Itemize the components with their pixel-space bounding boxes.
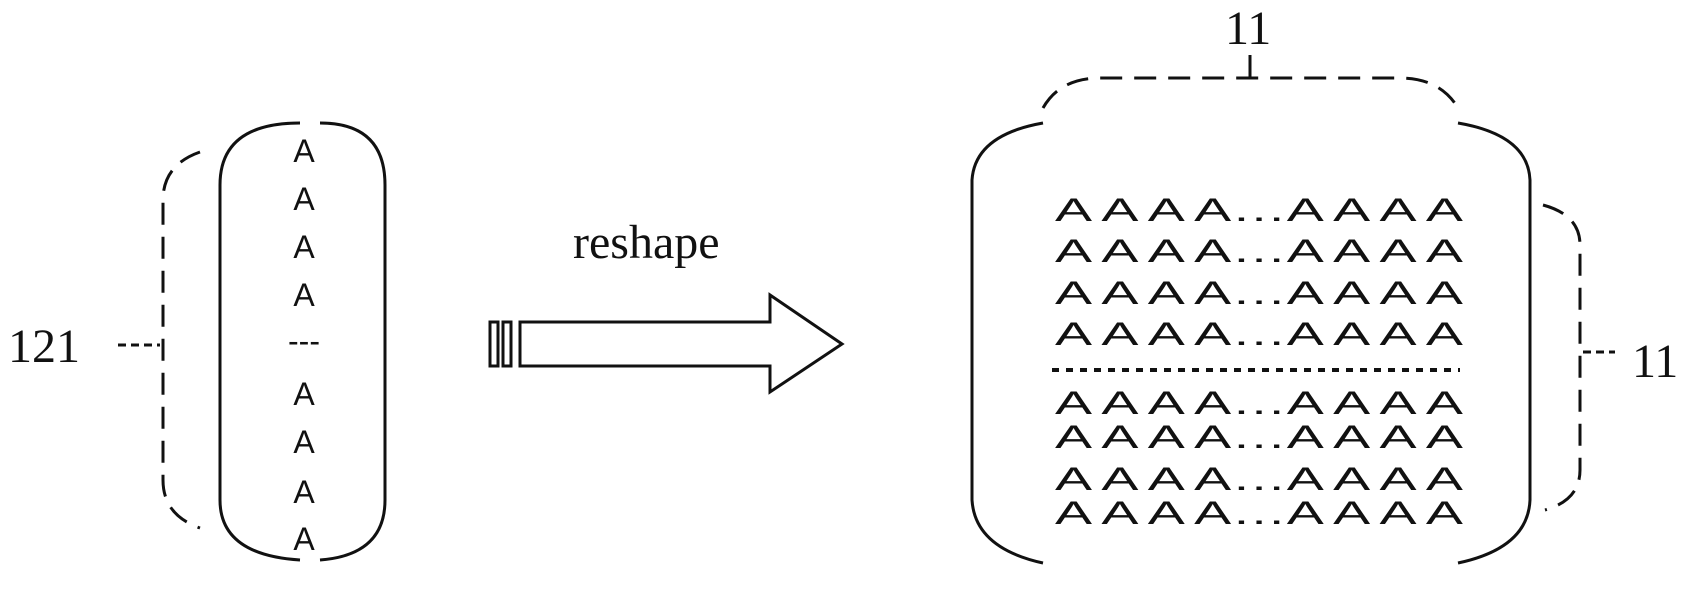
matrix-height-label: 11: [1632, 335, 1678, 388]
matrix-row: A A A A…A A A A: [1055, 233, 1464, 269]
matrix-row: A A A A…A A A A: [1055, 461, 1464, 497]
matrix-row: A A A A…A A A A: [1055, 495, 1464, 531]
vector-entry: A: [293, 181, 315, 217]
matrix-row: A A A A…A A A A: [1055, 419, 1464, 455]
matrix-rows: A A A A…A A A AA A A A…A A A AA A A A…A …: [1055, 192, 1464, 531]
vector-entry: A: [293, 229, 315, 265]
vector-length-label: 121: [8, 320, 80, 373]
matrix-width-label: 11: [1225, 2, 1271, 55]
vector-entry: A: [293, 376, 315, 412]
matrix-container-left: [970, 121, 1044, 565]
vector-entry: A: [293, 474, 315, 510]
matrix-width-bracket: [1041, 76, 1460, 109]
matrix-container-right: [1457, 121, 1532, 565]
vector-ellipsis: ---: [288, 323, 320, 359]
reshape-arrow-icon: [488, 292, 845, 395]
vector-length-bracket: [161, 150, 201, 530]
vector-container-left: [218, 121, 301, 562]
reshape-operation: reshape: [488, 216, 845, 395]
vector-entry: A: [293, 277, 315, 313]
matrix-height-bracket: [1542, 203, 1582, 512]
reshape-label: reshape: [573, 216, 720, 269]
vector-entry: A: [293, 424, 315, 460]
vector-container-right: [319, 121, 387, 562]
matrix-row: A A A A…A A A A: [1055, 275, 1464, 311]
matrix-group: 11 11 A A A A…A A A AA A A A…A A A AA A …: [970, 2, 1678, 565]
matrix-row: A A A A…A A A A: [1055, 385, 1464, 421]
vector-entry: A: [293, 133, 315, 169]
matrix-row: A A A A…A A A A: [1055, 316, 1464, 352]
vector-entry: A: [293, 521, 315, 557]
matrix-row: A A A A…A A A A: [1055, 192, 1464, 228]
